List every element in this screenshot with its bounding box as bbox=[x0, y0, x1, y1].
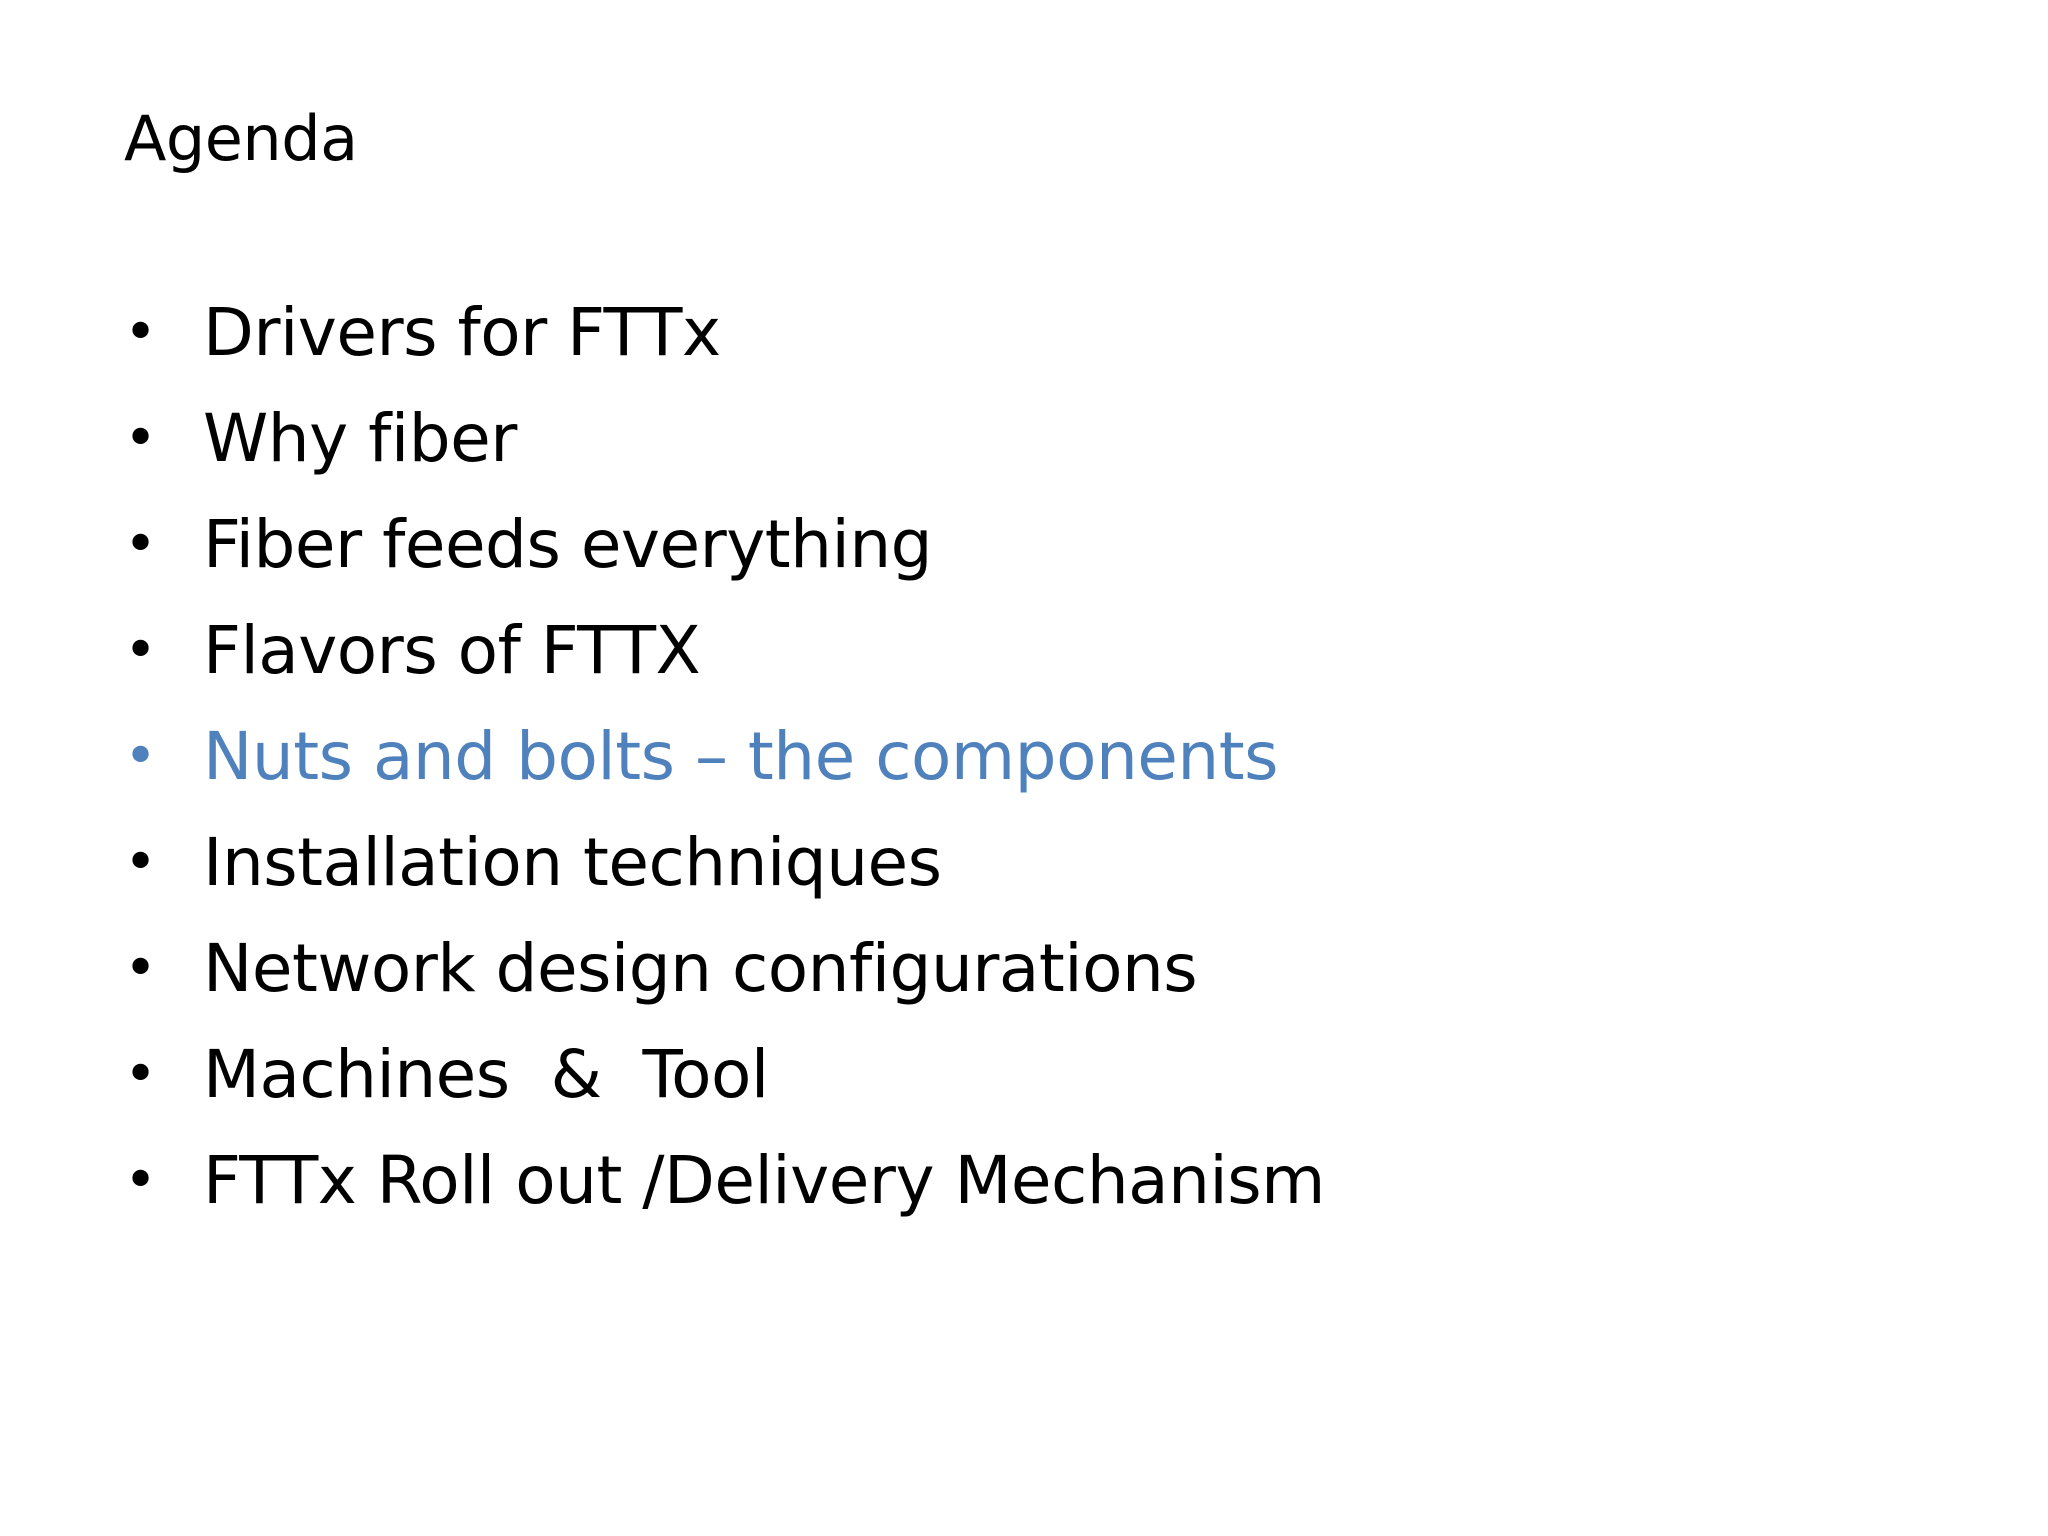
bullet-icon: • bbox=[124, 406, 157, 471]
agenda-item-network-design: • Network design configurations bbox=[124, 926, 1198, 1032]
agenda-item-label: FTTx Roll out /Delivery Mechanism bbox=[203, 1142, 1325, 1219]
bullet-icon: • bbox=[124, 830, 157, 895]
agenda-item-why-fiber: • Why fiber bbox=[124, 396, 517, 502]
agenda-item-machines-tool: • Machines & Tool bbox=[124, 1032, 769, 1138]
bullet-icon: • bbox=[124, 724, 157, 789]
agenda-list: • Drivers for FTTx • Why fiber • Fiber f… bbox=[124, 290, 1325, 1244]
agenda-item-label: Installation techniques bbox=[203, 824, 942, 901]
agenda-item-drivers: • Drivers for FTTx bbox=[124, 290, 721, 396]
bullet-icon: • bbox=[124, 618, 157, 683]
agenda-item-fiber-feeds: • Fiber feeds everything bbox=[124, 502, 933, 608]
agenda-item-label: Why fiber bbox=[203, 400, 517, 477]
bullet-icon: • bbox=[124, 1148, 157, 1213]
slide-title: Agenda bbox=[124, 102, 358, 175]
agenda-item-label: Network design configurations bbox=[203, 930, 1198, 1007]
agenda-item-label: Drivers for FTTx bbox=[203, 294, 721, 371]
agenda-item-label: Flavors of FTTX bbox=[203, 612, 701, 689]
bullet-icon: • bbox=[124, 1042, 157, 1107]
bullet-icon: • bbox=[124, 300, 157, 365]
bullet-icon: • bbox=[124, 512, 157, 577]
agenda-item-components-current: • Nuts and bolts – the components bbox=[124, 714, 1278, 820]
agenda-item-label: Nuts and bolts – the components bbox=[203, 718, 1278, 795]
bullet-icon: • bbox=[124, 936, 157, 1001]
agenda-item-label: Fiber feeds everything bbox=[203, 506, 933, 583]
agenda-item-flavors: • Flavors of FTTX bbox=[124, 608, 701, 714]
agenda-item-label: Machines & Tool bbox=[203, 1036, 769, 1113]
agenda-item-rollout: • FTTx Roll out /Delivery Mechanism bbox=[124, 1138, 1325, 1244]
agenda-item-installation: • Installation techniques bbox=[124, 820, 942, 926]
